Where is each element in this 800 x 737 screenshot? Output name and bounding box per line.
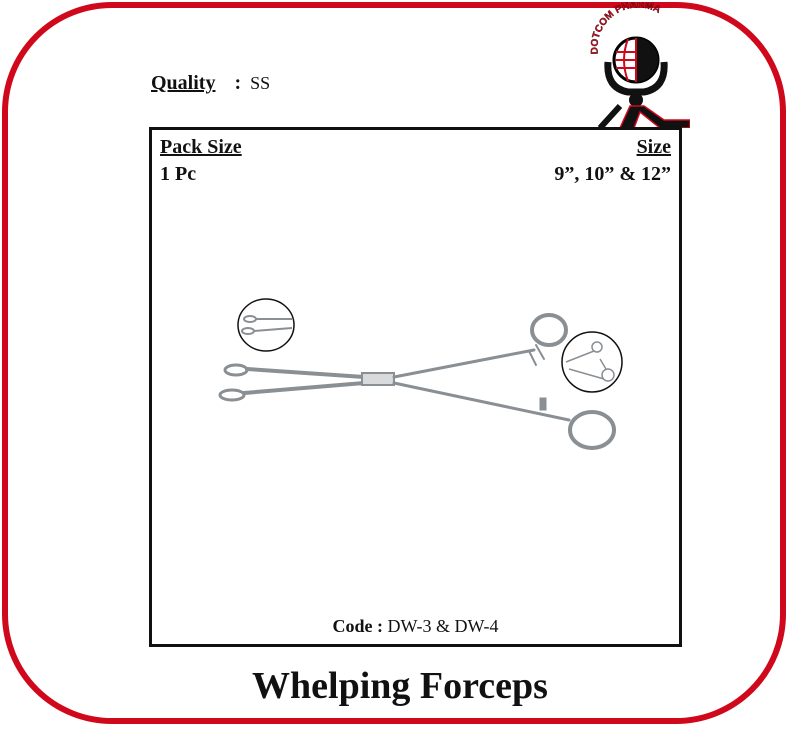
globe-carrier-logo-icon: DOTCOM PHARMA [589,2,690,128]
size-value: 9”, 10” & 12” [554,163,671,185]
pack-size-value: 1 Pc [160,163,197,185]
code-value: DW-3 & DW-4 [387,616,499,636]
quality-label: Quality [151,72,216,94]
jaw-detail-inset [237,298,295,352]
red-rounded-frame [2,2,786,724]
quality-value: SS [250,73,271,93]
product-code: Code : DW-3 & DW-4 [152,616,679,637]
quality-line: Quality : SS [151,72,270,95]
quality-separator: : [234,72,242,94]
code-label: Code : [332,616,384,636]
pack-size-label: Pack Size [160,136,242,158]
handle-detail-inset [561,331,623,393]
product-title: Whelping Forceps [252,665,548,707]
size-label: Size [636,136,671,158]
whelping-forceps-image [218,298,623,450]
product-info-box: Pack Size 1 Pc Size 9”, 10” & 12” [149,127,682,647]
